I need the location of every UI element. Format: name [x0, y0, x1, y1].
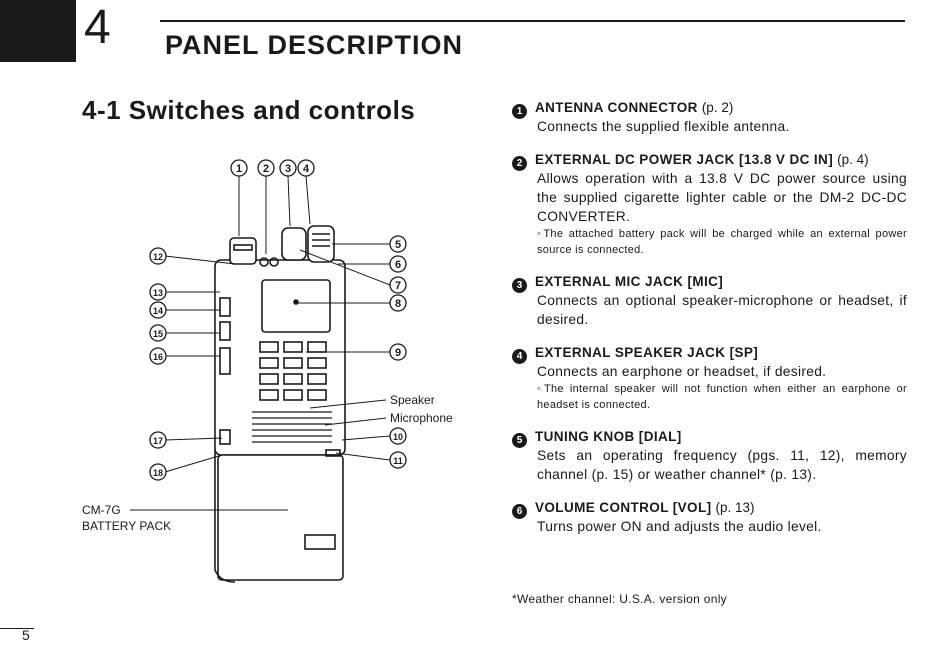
footnote: *Weather channel: U.S.A. version only [512, 592, 727, 606]
item-title: TUNING KNOB [DIAL] [535, 429, 682, 444]
item-title: VOLUME CONTROL [VOL] [535, 500, 712, 515]
callout-14-icon: 14 [149, 301, 167, 319]
item-body: Turns power ON and adjusts the audio lev… [537, 519, 822, 534]
description-list: 1 ANTENNA CONNECTOR(p. 2) Connects the su… [512, 100, 907, 552]
item-body: Allows operation with a 13.8 V DC power … [537, 171, 907, 224]
radio-diagram: 1 2 3 4 5 6 7 8 9 10 11 12 13 14 15 16 1… [82, 159, 453, 583]
chapter-number: 4 [84, 1, 111, 54]
tuning-knob-shape [281, 227, 307, 261]
callout-10-icon: 10 [389, 427, 407, 445]
svg-text:6: 6 [395, 259, 401, 271]
number-badge: 2 [512, 156, 527, 171]
list-item: 3 EXTERNAL MIC JACK [MIC] Connects an opt… [512, 274, 907, 329]
volume-knob-shape [307, 225, 335, 263]
number-badge: 3 [512, 278, 527, 293]
list-item: 4 EXTERNAL SPEAKER JACK [SP] Connects an … [512, 345, 907, 413]
callout-5-icon: 5 [389, 235, 407, 253]
svg-text:10: 10 [393, 432, 403, 442]
callout-9-icon: 9 [389, 343, 407, 361]
svg-text:18: 18 [153, 468, 163, 478]
callout-6-icon: 6 [389, 255, 407, 273]
svg-text:2: 2 [263, 163, 269, 175]
page-number: 5 [22, 627, 30, 643]
callout-18-icon: 18 [149, 463, 167, 481]
item-ref: (p. 13) [715, 500, 755, 515]
battery-model-label: CM-7G [82, 503, 121, 517]
callout-7-icon: 7 [389, 276, 407, 294]
antenna-connector-shape [229, 237, 257, 265]
item-note: ◦The internal speaker will not function … [537, 383, 907, 411]
number-badge: 1 [512, 104, 527, 119]
list-item: 6 VOLUME CONTROL [VOL](p. 13) Turns power… [512, 500, 907, 536]
lcd-display-shape [261, 279, 331, 333]
list-item: 2 EXTERNAL DC POWER JACK [13.8 V DC IN](p… [512, 152, 907, 258]
svg-text:11: 11 [393, 456, 403, 466]
svg-text:4: 4 [303, 163, 310, 175]
callout-12-icon: 12 [149, 247, 167, 265]
callout-16-icon: 16 [149, 347, 167, 365]
speaker-label: Speaker [390, 393, 435, 407]
microphone-label: Microphone [390, 411, 453, 425]
callout-8-icon: 8 [389, 294, 407, 312]
list-item: 5 TUNING KNOB [DIAL] Sets an operating fr… [512, 429, 907, 484]
speaker-grille-shape [252, 411, 332, 443]
battery-name-label: BATTERY PACK [82, 519, 171, 533]
battery-pack-shape [217, 454, 344, 581]
svg-text:12: 12 [153, 252, 163, 262]
item-note: ◦The attached battery pack will be charg… [537, 228, 907, 256]
svg-text:14: 14 [153, 306, 163, 316]
svg-text:9: 9 [395, 347, 401, 359]
list-item: 1 ANTENNA CONNECTOR(p. 2) Connects the su… [512, 100, 907, 136]
callout-17-icon: 17 [149, 431, 167, 449]
callout-2-icon: 2 [257, 159, 275, 177]
svg-text:7: 7 [395, 280, 401, 292]
chapter-tab-block [0, 0, 76, 62]
number-badge: 4 [512, 349, 527, 364]
svg-text:17: 17 [153, 436, 163, 446]
chapter-title: PANEL DESCRIPTION [165, 30, 464, 60]
item-title: EXTERNAL MIC JACK [MIC] [535, 274, 724, 289]
header-rule [160, 20, 905, 22]
svg-text:13: 13 [153, 288, 163, 298]
item-body: Connects the supplied flexible antenna. [537, 119, 790, 134]
svg-text:3: 3 [285, 163, 291, 175]
number-badge: 6 [512, 504, 527, 519]
svg-text:16: 16 [153, 352, 163, 362]
item-body: Sets an operating frequency (pgs. 11, 12… [537, 448, 907, 482]
item-body: Connects an earphone or headset, if desi… [537, 364, 827, 379]
svg-text:5: 5 [395, 239, 401, 251]
section-title: 4-1 Switches and controls [82, 95, 416, 125]
svg-text:15: 15 [153, 329, 163, 339]
callout-13-icon: 13 [149, 283, 167, 301]
page-number-rule [0, 628, 34, 629]
callout-11-icon: 11 [389, 451, 407, 469]
callout-4-icon: 4 [297, 159, 315, 177]
callout-15-icon: 15 [149, 324, 167, 342]
item-ref: (p. 4) [837, 152, 869, 167]
item-title: EXTERNAL SPEAKER JACK [SP] [535, 345, 759, 360]
item-title: ANTENNA CONNECTOR [535, 100, 698, 115]
number-badge: 5 [512, 433, 527, 448]
svg-text:1: 1 [236, 163, 242, 175]
callout-3-icon: 3 [279, 159, 297, 177]
item-ref: (p. 2) [701, 100, 734, 115]
callout-1-icon: 1 [230, 159, 248, 177]
svg-text:8: 8 [395, 298, 401, 310]
item-title: EXTERNAL DC POWER JACK [13.8 V DC IN] [535, 152, 834, 167]
item-body: Connects an optional speaker-microphone … [537, 293, 907, 327]
